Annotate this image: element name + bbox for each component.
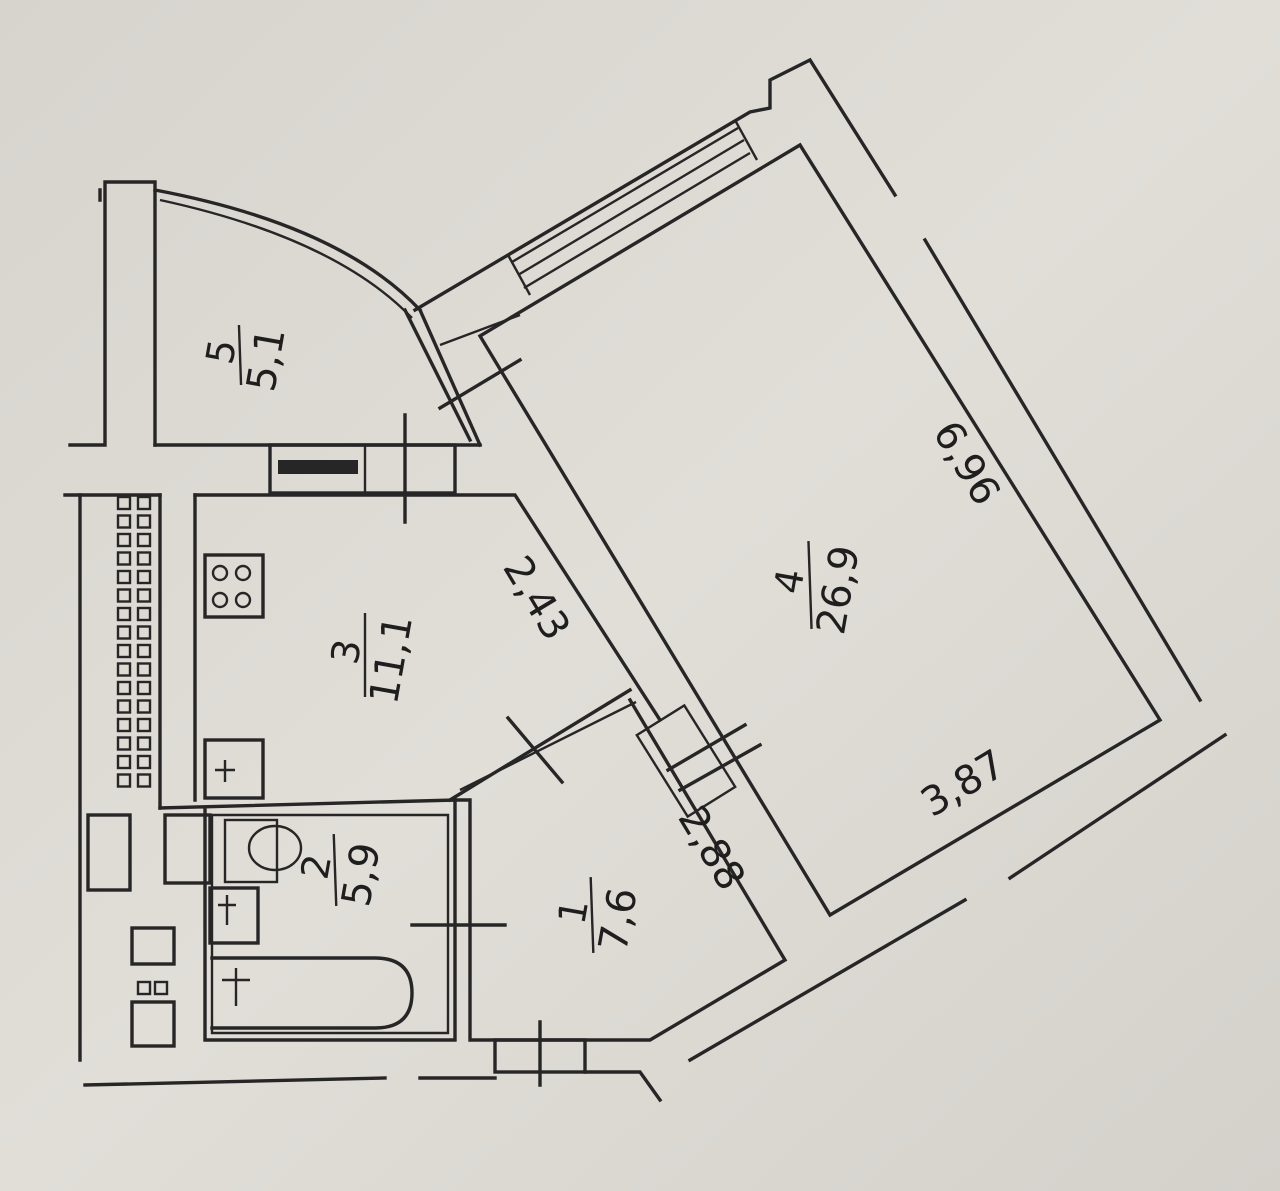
kitchen-door	[447, 687, 637, 803]
grid-cell	[116, 551, 132, 566]
room-area-2: 5,9	[333, 839, 389, 910]
grid-cell	[116, 532, 132, 548]
grid-cell	[136, 717, 152, 733]
grid-cell	[116, 625, 132, 640]
grid-cell	[116, 662, 132, 677]
grid-cell	[116, 606, 132, 622]
grid-cell	[136, 625, 152, 640]
grid-cell	[136, 754, 152, 770]
room-label-2: 2 5,9	[293, 833, 390, 910]
room-area-5: 5,1	[238, 324, 294, 395]
grid-cell	[116, 569, 132, 585]
bottom-outer-wall	[83, 1070, 663, 1103]
grid-cell	[136, 569, 152, 585]
kitchen-room-3	[193, 493, 663, 802]
grid-cell	[116, 736, 132, 751]
grid-cell	[136, 514, 152, 529]
grid-cell	[116, 643, 132, 659]
living-room-door-top	[437, 313, 523, 411]
grid-cell	[116, 495, 132, 511]
grid-cell	[136, 551, 152, 566]
utility-fixtures	[86, 813, 176, 1048]
grid-cell	[136, 606, 152, 622]
grid-cell	[136, 680, 152, 696]
grid-cell	[116, 717, 132, 733]
room-area-1: 7,6	[590, 884, 646, 955]
grid-cell	[136, 532, 152, 548]
grid-cell	[136, 495, 152, 511]
balcony-room-5	[153, 188, 483, 448]
ventilation-grid	[116, 495, 152, 788]
living-room-4	[412, 57, 1228, 1063]
grid-cell	[116, 680, 132, 696]
grid-cell	[136, 643, 152, 659]
grid-cell	[116, 514, 132, 529]
hall-room-1	[453, 697, 788, 1087]
grid-cell	[116, 699, 132, 714]
grid-cell	[136, 773, 152, 788]
grid-cell	[116, 754, 132, 770]
grid-cell	[136, 736, 152, 751]
balcony-door	[268, 413, 457, 524]
grid-cell	[116, 588, 132, 603]
grid-cell	[136, 699, 152, 714]
grid-cell	[136, 662, 152, 677]
grid-cell	[116, 773, 132, 788]
grid-cell	[136, 588, 152, 603]
bathroom-room-2	[158, 798, 507, 1042]
